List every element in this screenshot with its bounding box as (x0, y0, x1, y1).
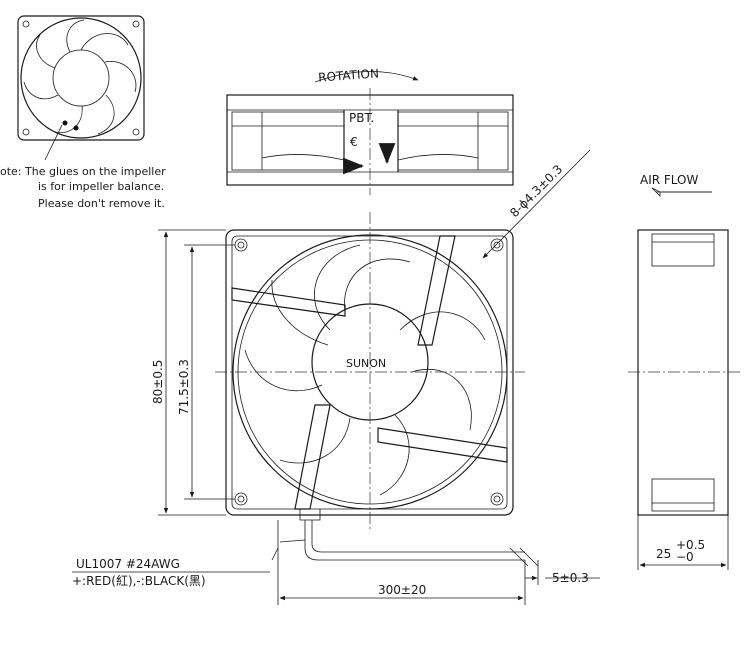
side-view: ROTATION PBT. € (226, 66, 514, 195)
dim-hole-pitch-label: 71.5±0.3 (177, 359, 191, 415)
dim-outer: 80±0.5 (151, 229, 226, 516)
dim-outer-label: 80±0.5 (151, 360, 165, 404)
thumbnail-fan (17, 15, 145, 161)
note-line-3: Please don't remove it. (38, 197, 165, 210)
depth-dim: 25 (656, 547, 671, 561)
airflow-view: AIR FLOW 25 +0.5 −0 (628, 173, 740, 570)
front-view: SUNON 8-ϕ4.3±0.3 (215, 149, 591, 530)
wire-spec: UL1007 #24AWG (76, 557, 180, 571)
air-flow-label: AIR FLOW (640, 173, 699, 187)
depth-tol-minus: −0 (676, 550, 694, 564)
wire-colors: +:RED(紅),-:BLACK(黑) (72, 574, 206, 588)
hole-spec: 8-ϕ4.3±0.3 (507, 162, 565, 220)
depth-tol-plus: +0.5 (676, 538, 705, 552)
cert-mark: € (350, 135, 358, 149)
dim-hole-pitch: 71.5±0.3 (177, 244, 235, 500)
brand-label: SUNON (346, 357, 386, 370)
rotation-label: ROTATION (318, 66, 380, 84)
wire-length-dim: 300±20 (378, 583, 426, 597)
wire-leads: UL1007 #24AWG +:RED(紅),-:BLACK(黑) 300±20… (72, 520, 600, 605)
wire-strip-dim: 5±0.3 (552, 571, 589, 585)
note-line-2: is for impeller balance. (38, 180, 164, 193)
note-line-1: ote: The glues on the impeller (0, 165, 166, 178)
material-label: PBT. (349, 111, 374, 125)
